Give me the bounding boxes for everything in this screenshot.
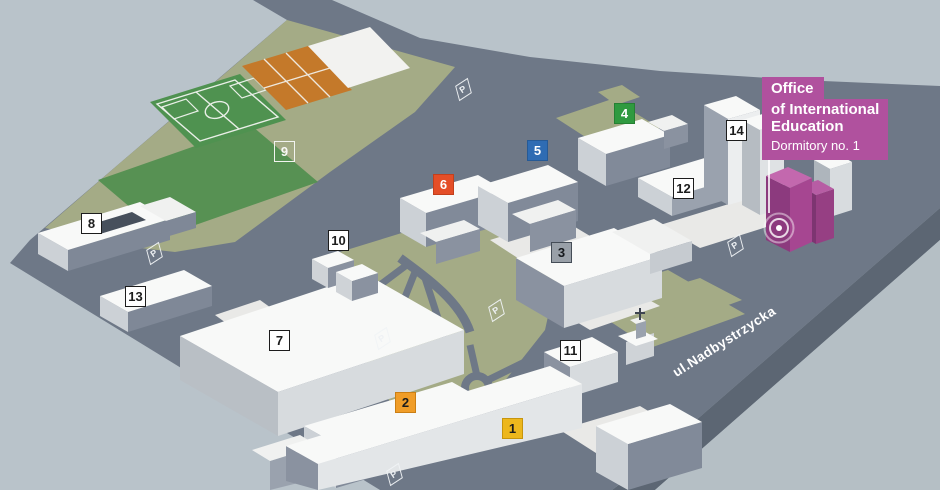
- target-dot: [776, 225, 782, 231]
- office-callout[interactable]: Office of International Education Dormit…: [762, 77, 889, 160]
- office-callout-body: of International Education Dormitory no.…: [762, 99, 889, 160]
- office-callout-line2: of International: [771, 101, 880, 118]
- outside-ground: [655, 240, 940, 490]
- tennis-courts: [242, 46, 352, 110]
- building-7[interactable]: [180, 274, 464, 436]
- building-marker-5[interactable]: 5: [527, 140, 548, 161]
- grass-small-north: [598, 85, 640, 105]
- grass-street-strip: [640, 278, 742, 322]
- office-callout-line3: Education: [771, 118, 844, 135]
- building-marker-1[interactable]: 1: [502, 418, 523, 439]
- football-field: [150, 74, 286, 148]
- building-marker-10[interactable]: 10: [328, 230, 349, 251]
- chapel: [618, 308, 658, 365]
- building-marker-3[interactable]: 3: [551, 242, 572, 263]
- building-marker-11[interactable]: 11: [560, 340, 581, 361]
- target-inner-ring: [769, 218, 789, 238]
- building-8[interactable]: [38, 197, 196, 271]
- building-marker-9[interactable]: 9: [274, 141, 295, 162]
- building-marker-8[interactable]: 8: [81, 213, 102, 234]
- callout-leader-line: [768, 151, 770, 213]
- building-4[interactable]: [578, 115, 688, 186]
- building-marker-14[interactable]: 14: [726, 120, 747, 141]
- office-callout-dormitory: Dormitory no. 1: [771, 138, 860, 153]
- building-1[interactable]: [286, 366, 582, 490]
- sports-pad: [308, 27, 410, 88]
- building-marker-12[interactable]: 12: [673, 178, 694, 199]
- building-3[interactable]: [516, 219, 692, 328]
- building-marker-7[interactable]: 7: [269, 330, 290, 351]
- building-marker-6[interactable]: 6: [433, 174, 454, 195]
- office-callout-line1: Office: [762, 77, 824, 99]
- building-5[interactable]: [478, 165, 578, 252]
- building-10[interactable]: [312, 251, 378, 301]
- building-marker-4[interactable]: 4: [614, 103, 635, 124]
- building-marker-13[interactable]: 13: [125, 286, 146, 307]
- building-marker-2[interactable]: 2: [395, 392, 416, 413]
- target-outer-ring: [763, 212, 795, 244]
- building-southeast: [596, 404, 702, 490]
